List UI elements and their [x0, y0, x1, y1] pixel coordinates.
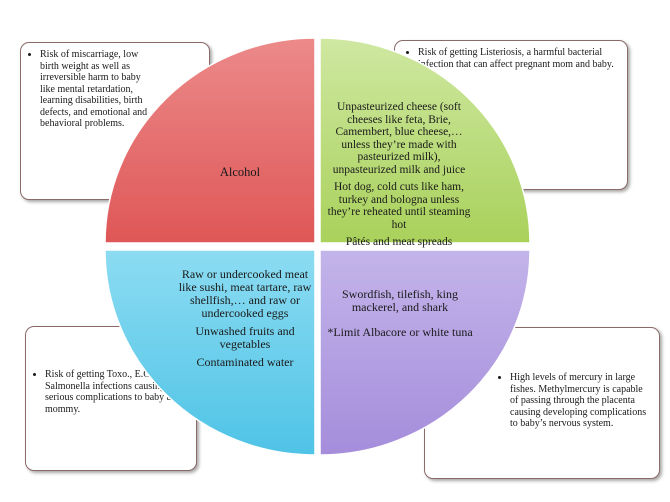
food-item: Pâtés and meat spreads: [345, 236, 453, 248]
quadrant-listeria-foods: [319, 37, 531, 244]
quadrant-infection-foods: [104, 249, 316, 456]
quadrant-label: Alcohol: [219, 165, 261, 179]
callout-text: Risk of getting Listeriosis, a harmful b…: [418, 47, 619, 70]
food-item: *Limit Albacore or white tuna: [327, 325, 473, 339]
quadrant-alcohol-label: Alcohol: [160, 166, 320, 184]
quadrant-alcohol: [104, 37, 316, 244]
food-item: Unwashed fruits and vegetables: [195, 324, 295, 351]
food-item: Contaminated water: [196, 355, 294, 369]
food-item: Swordfish, tilefish, king mackerel, and …: [342, 287, 458, 314]
food-item: Raw or undercooked meat like sushi, meat…: [178, 267, 312, 320]
quadrant-mercury-fish-text: Swordfish, tilefish, king mackerel, and …: [326, 288, 474, 351]
food-item: Unpasteurized cheese (soft cheeses like …: [332, 101, 466, 176]
quadrant-listeria-foods-text: Unpasteurized cheese (soft cheeses like …: [325, 101, 473, 254]
callout-text: High levels of mercury in large fishes. …: [510, 372, 651, 430]
quadrant-mercury-fish: [319, 249, 531, 456]
food-item: Hot dog, cold cuts like ham, turkey and …: [327, 181, 471, 231]
quadrant-infection-foods-text: Raw or undercooked meat like sushi, meat…: [175, 268, 315, 374]
callout-text: Risk of getting Toxo., E.Coli or Salmone…: [45, 369, 188, 415]
callout-text: Risk of miscarriage, low birth weight as…: [40, 49, 152, 130]
